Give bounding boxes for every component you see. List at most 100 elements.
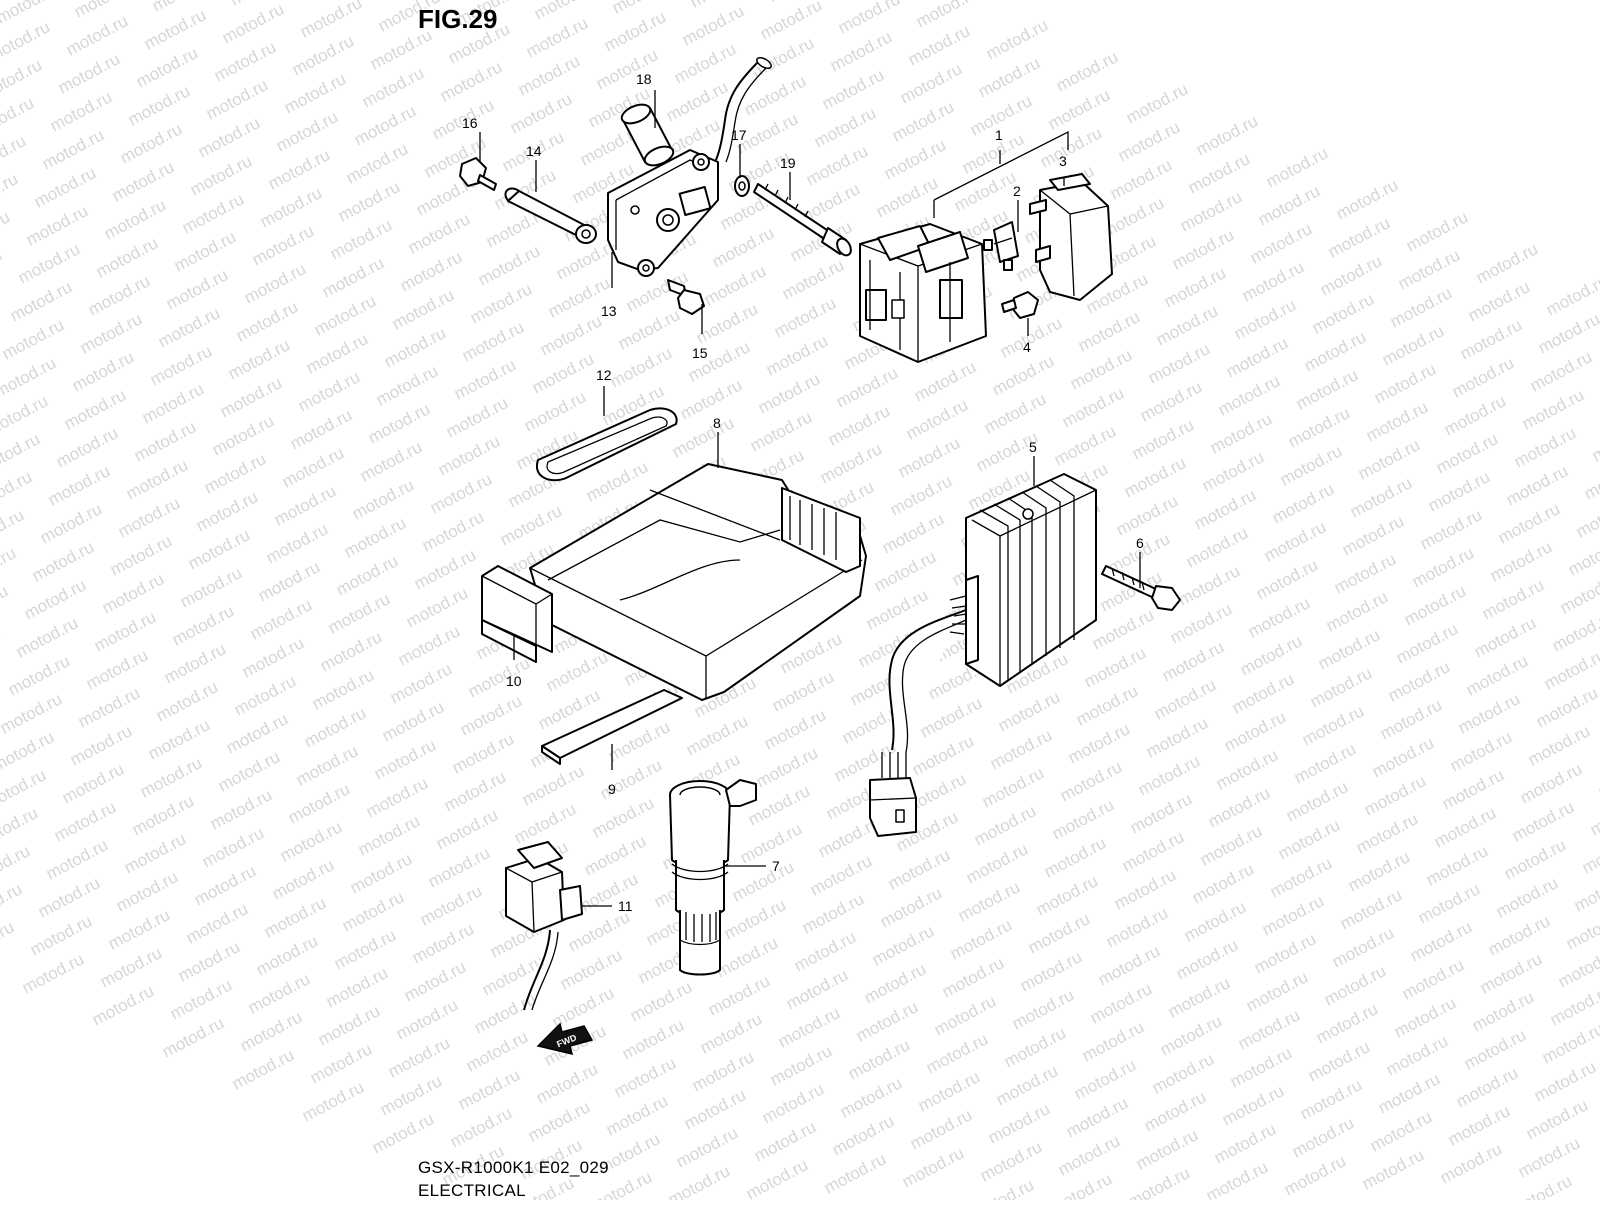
watermark-text: motod.ru: [963, 839, 1031, 887]
watermark-text: motod.ru: [1275, 815, 1343, 863]
watermark-text: motod.ru: [105, 905, 173, 953]
watermark-text: motod.ru: [761, 705, 829, 753]
watermark-text: motod.ru: [5, 651, 73, 699]
watermark-text: motod.ru: [75, 683, 143, 731]
watermark-text: motod.ru: [403, 583, 471, 631]
watermark-text: motod.ru: [1313, 999, 1381, 1047]
watermark-text: motod.ru: [791, 927, 859, 975]
watermark-text: motod.ru: [185, 525, 253, 573]
watermark-text: motod.ru: [1329, 923, 1397, 971]
watermark-text: motod.ru: [475, 241, 543, 289]
watermark-text: motod.ru: [811, 103, 879, 151]
watermark-text: motod.ru: [91, 607, 159, 655]
watermark-text: motod.ru: [1379, 321, 1447, 369]
watermark-text: motod.ru: [333, 551, 401, 599]
watermark-text: motod.ru: [981, 389, 1049, 437]
watermark-text: motod.ru: [1065, 719, 1133, 767]
watermark-text: motod.ru: [7, 277, 75, 325]
watermark-text: motod.ru: [401, 957, 469, 1005]
watermark-text: motod.ru: [1383, 1031, 1451, 1079]
watermark-text: motod.ru: [1437, 1139, 1505, 1187]
watermark-text: motod.ru: [1347, 473, 1415, 521]
watermark-text: motod.ru: [511, 799, 579, 847]
watermark-text: motod.ru: [679, 1, 747, 49]
watermark-text: motod.ru: [271, 481, 339, 529]
watermark-text: motod.ru: [1359, 1145, 1427, 1193]
leader-lines: [479, 90, 1141, 907]
watermark-text: motod.ru: [1081, 643, 1149, 691]
watermark-text: motod.ru: [215, 747, 283, 795]
watermark-text: motod.ru: [1227, 1043, 1295, 1091]
watermark-text: motod.ru: [1409, 543, 1477, 591]
watermark-text: motod.ru: [1501, 835, 1569, 883]
callout-3: 3: [1059, 153, 1067, 169]
watermark-text: motod.ru: [759, 1079, 827, 1127]
watermark-text: motod.ru: [363, 773, 431, 821]
watermark-text: motod.ru: [459, 317, 527, 365]
watermark-text: motod.ru: [521, 387, 589, 435]
part-18-cushion: [620, 103, 675, 167]
watermark-text: motod.ru: [0, 207, 13, 255]
watermark-text: motod.ru: [1391, 993, 1459, 1041]
watermark-text: motod.ru: [109, 157, 177, 205]
watermark-text: motod.ru: [1177, 187, 1245, 235]
watermark-text: motod.ru: [115, 493, 183, 541]
watermark-text: motod.ru: [1401, 581, 1469, 629]
watermark-text: motod.ru: [239, 633, 307, 681]
watermark-text: motod.ru: [1495, 499, 1563, 547]
watermark-text: motod.ru: [627, 977, 695, 1025]
watermark-text: motod.ru: [1317, 251, 1385, 299]
watermark-text: motod.ru: [913, 0, 981, 32]
watermark-text: motod.ru: [833, 363, 901, 411]
part-5-regulator: [965, 473, 1097, 687]
watermark-text: motod.ru: [121, 829, 189, 877]
watermark-text: motod.ru: [803, 141, 871, 189]
callout-2: 2: [1013, 183, 1021, 199]
callout-4: 4: [1023, 339, 1031, 355]
watermark-text: motod.ru: [191, 861, 259, 909]
watermark-text: motod.ru: [63, 11, 131, 59]
watermark-text: motod.ru: [1439, 765, 1507, 813]
watermark-text: motod.ru: [0, 315, 67, 363]
watermark-text: motod.ru: [975, 53, 1043, 101]
watermark-text: motod.ru: [1185, 149, 1253, 197]
watermark-text: motod.ru: [1151, 675, 1219, 723]
watermark-text: motod.ru: [1071, 1055, 1139, 1103]
watermark-text: motod.ru: [615, 305, 683, 353]
watermark-text: motod.ru: [207, 785, 275, 833]
watermark-text: motod.ru: [689, 1047, 757, 1095]
watermark-text: motod.ru: [159, 1013, 227, 1061]
watermark-text: motod.ru: [763, 331, 831, 379]
watermark-text: motod.ru: [877, 883, 945, 931]
callout-6: 6: [1136, 535, 1144, 551]
watermark-text: motod.ru: [1165, 973, 1233, 1021]
part-14-collar: [504, 187, 597, 244]
watermark-text: motod.ru: [525, 1097, 593, 1145]
watermark-text: motod.ru: [1089, 605, 1157, 653]
part-19-bolt: [753, 183, 852, 257]
watermark-text: motod.ru: [255, 557, 323, 605]
callout-numbers: 18 16 14 17 19 13 15 1 2 3 4 12 8 5 6 10…: [462, 71, 1144, 914]
watermark-text: motod.ru: [1355, 435, 1423, 483]
watermark-text: motod.ru: [1449, 353, 1517, 401]
watermark-text: motod.ru: [263, 519, 331, 567]
watermark-text: motod.ru: [451, 355, 519, 403]
watermark-text: motod.ru: [1149, 1049, 1217, 1097]
watermark-text: motod.ru: [97, 943, 165, 991]
watermark-text: motod.ru: [1079, 1017, 1147, 1065]
watermark-text: motod.ru: [885, 845, 953, 893]
callout-9: 9: [608, 781, 616, 797]
watermark-text: motod.ru: [1199, 447, 1267, 495]
watermark-text: motod.ru: [1507, 1171, 1575, 1200]
watermark-text: motod.ru: [1277, 441, 1345, 489]
watermark-text: motod.ru: [1041, 833, 1109, 881]
watermark-text: motod.ru: [19, 949, 87, 997]
callout-11: 11: [618, 898, 633, 914]
watermark-text: motod.ru: [1183, 523, 1251, 571]
watermark-text: motod.ru: [285, 779, 353, 827]
watermark-text: motod.ru: [443, 393, 511, 441]
watermark-text: motod.ru: [1587, 791, 1600, 839]
watermark-text: motod.ru: [1137, 377, 1205, 425]
watermark-text: motod.ru: [449, 729, 517, 777]
